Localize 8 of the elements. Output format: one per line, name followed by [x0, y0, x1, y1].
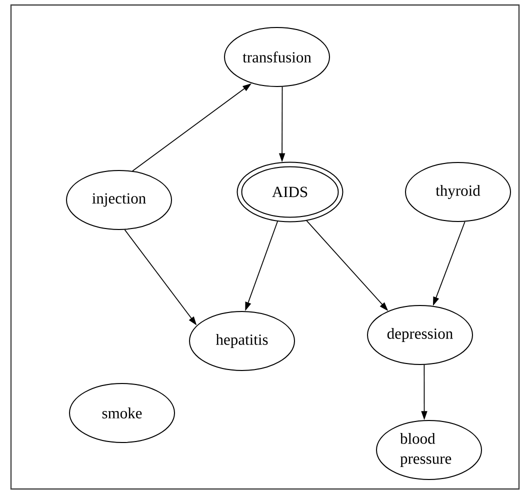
ellipse-node: smoke — [69, 382, 175, 443]
ellipse-node: thyroid — [405, 162, 511, 222]
double-ellipse-node: AIDS — [236, 162, 344, 222]
ellipse-node: injection — [66, 170, 172, 230]
ellipse-node: blood pressure — [376, 420, 482, 480]
ellipse-node: depression — [367, 304, 473, 365]
ellipse-node: transfusion — [224, 27, 330, 87]
ellipse-node: hepatitis — [189, 310, 295, 371]
